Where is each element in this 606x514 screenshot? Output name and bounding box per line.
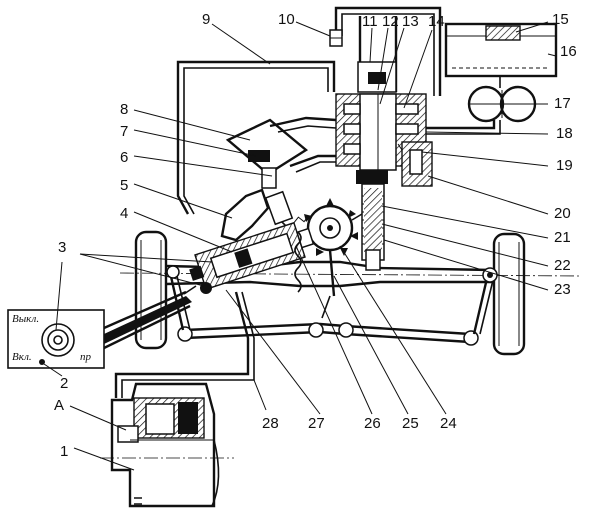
filter-15	[485, 25, 521, 41]
steering-shaft-21	[356, 170, 388, 271]
callout-5: 5	[120, 177, 128, 194]
callout-12: 12	[382, 13, 399, 30]
callout-26: 26	[364, 415, 381, 432]
callout-9: 9	[202, 11, 210, 28]
switch-pr-label: пр	[80, 351, 92, 363]
switch-labels: Выкл. Вкл. пр	[12, 313, 92, 363]
callout-6: 6	[120, 149, 128, 166]
callout-21: 21	[554, 229, 571, 246]
valve-spool-20	[401, 141, 433, 187]
callout-23: 23	[554, 281, 571, 298]
callout-A: A	[54, 397, 64, 414]
leader-lines	[43, 21, 557, 471]
tank-return-line	[426, 120, 501, 135]
callout-labels: 1 2 3 4 5 6 7 8 9 10 11 12 13 14 15 16 1…	[54, 11, 577, 460]
pump-17	[467, 76, 537, 123]
pinion-24	[302, 198, 358, 256]
return-line-10	[329, 6, 442, 96]
callout-17: 17	[554, 95, 571, 112]
callout-8: 8	[120, 101, 128, 118]
callout-24: 24	[440, 415, 457, 432]
callout-14: 14	[428, 13, 445, 30]
callout-25: 25	[402, 415, 419, 432]
callout-13: 13	[402, 13, 419, 30]
callout-1: 1	[60, 443, 68, 460]
callout-19: 19	[556, 157, 573, 174]
callout-2: 2	[60, 375, 68, 392]
frame-bracket-5	[220, 188, 270, 242]
callout-16: 16	[560, 43, 577, 60]
callout-3: 3	[58, 239, 66, 256]
callout-18: 18	[556, 125, 573, 142]
callout-7: 7	[120, 123, 128, 140]
bracket-7-8	[225, 118, 309, 189]
spring-26	[294, 231, 302, 293]
callout-10: 10	[278, 11, 295, 28]
switch-off-label: Выкл.	[12, 313, 39, 325]
switch-on-label: Вкл.	[12, 351, 32, 363]
callout-15: 15	[552, 11, 569, 28]
callout-4: 4	[120, 205, 128, 222]
switch-panel-2	[7, 290, 192, 369]
drag-link	[321, 249, 336, 319]
tie-rod	[177, 322, 479, 346]
power-cylinder-4	[189, 215, 315, 291]
callout-27: 27	[308, 415, 325, 432]
callout-11: 11	[362, 13, 378, 30]
callout-22: 22	[554, 257, 571, 274]
callout-20: 20	[554, 205, 571, 222]
lines-to-valve	[269, 116, 337, 173]
pump-unit-1	[100, 382, 234, 508]
right-wheel	[492, 232, 526, 356]
callout-28: 28	[262, 415, 279, 432]
